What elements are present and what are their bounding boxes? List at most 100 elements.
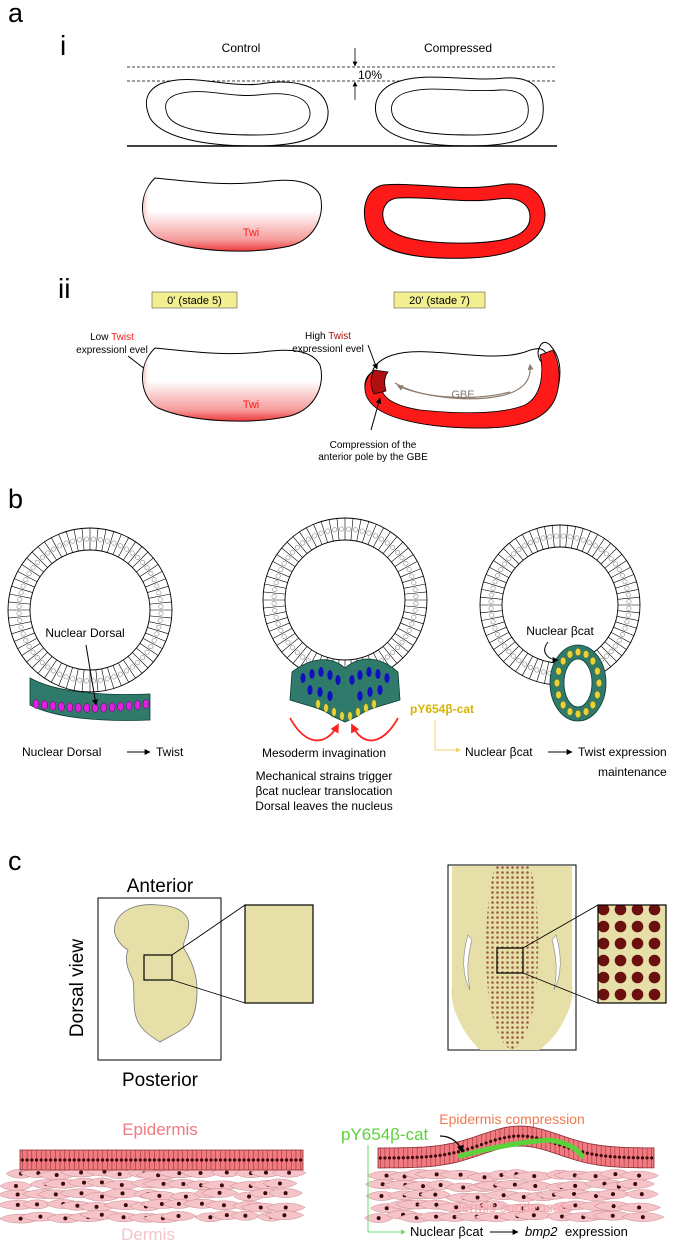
dermis-nucleus xyxy=(501,1193,506,1198)
epidermis-nucleus xyxy=(650,1156,654,1160)
dermis-nucleus xyxy=(433,1192,438,1197)
cell-boundary xyxy=(147,585,169,593)
epidermis-nucleus xyxy=(218,1158,223,1162)
zoom-line-right-top xyxy=(522,904,599,949)
cell-nucleus-outline xyxy=(413,594,419,599)
cell-boundary xyxy=(95,528,99,551)
epidermis-nucleus xyxy=(424,1155,428,1159)
dermis-nucleus xyxy=(15,1192,20,1197)
cell-boundary xyxy=(292,646,308,664)
cell-boundary xyxy=(73,529,79,552)
cell-boundary xyxy=(403,583,426,589)
dorsal-nucleus-blue xyxy=(327,670,333,680)
dermis-nucleus xyxy=(224,1213,229,1218)
cell-boundary xyxy=(81,669,85,692)
dermis-nucleus xyxy=(94,1204,99,1209)
cell-nucleus-outline xyxy=(488,605,494,611)
cell-boundary xyxy=(286,642,303,659)
cell-boundary xyxy=(604,641,623,656)
dermis-nucleus xyxy=(15,1202,20,1207)
epidermis-nucleus xyxy=(525,1134,530,1139)
cell-nucleus-outline xyxy=(16,611,22,616)
cell-nucleus-outline xyxy=(300,654,306,660)
cell-nucleus-outline xyxy=(306,536,311,542)
epidermis-nucleus xyxy=(507,1135,511,1139)
cell-nucleus-outline xyxy=(366,530,372,536)
dermis-nucleus xyxy=(282,1213,287,1218)
bcat-nucleus xyxy=(371,699,377,709)
cell-nucleus-outline xyxy=(598,547,604,552)
cell-boundary xyxy=(266,575,288,583)
cell-boundary xyxy=(101,529,107,552)
cell-boundary xyxy=(320,521,328,543)
cell-nucleus-outline xyxy=(495,573,501,578)
epidermis-nucleus xyxy=(429,1154,433,1159)
cell-nucleus-outline xyxy=(406,567,412,573)
dermis-nucleus xyxy=(102,1169,107,1174)
cell-boundary xyxy=(272,628,293,639)
cell-nucleus-outline xyxy=(372,533,378,539)
cell-nucleus-outline xyxy=(278,627,284,633)
cell-nucleus-outline xyxy=(154,583,160,589)
cell-boundary xyxy=(615,581,637,589)
epidermis-nucleus xyxy=(119,1158,124,1162)
epidermis-nucleus xyxy=(406,1156,410,1160)
dermis-nucleus xyxy=(263,1191,268,1196)
epidermis-nucleus xyxy=(228,1158,232,1162)
cell-boundary xyxy=(391,547,409,563)
compressed-label: Compressed xyxy=(424,41,492,55)
low-twist-label: Low Twist xyxy=(90,332,134,343)
epidermis-nucleus xyxy=(498,1137,502,1141)
cell-boundary xyxy=(139,643,159,656)
cell-boundary xyxy=(336,518,340,541)
bcat-nucleus xyxy=(566,707,573,716)
epidermis-nucleus xyxy=(86,1158,90,1162)
cell-boundary xyxy=(139,564,159,577)
epidermis-nucleus xyxy=(166,1158,171,1162)
epidermis-nucleus xyxy=(53,1158,57,1162)
epidermis-nucleus xyxy=(645,1156,649,1160)
cell-nucleus-outline xyxy=(98,677,103,683)
cell-nucleus-outline xyxy=(625,592,631,598)
epidermis-nucleus xyxy=(280,1158,284,1162)
cell-nucleus-outline xyxy=(272,608,278,613)
cell-nucleus-outline xyxy=(608,648,614,654)
dorsal-nucleus-blue xyxy=(327,691,333,701)
cell-nucleus-outline xyxy=(587,540,592,546)
epidermis-left xyxy=(19,1149,304,1171)
cell-boundary xyxy=(397,561,418,572)
epidermis-nucleus xyxy=(410,1155,415,1160)
cell-nucleus-outline xyxy=(281,561,287,566)
cell-boundary xyxy=(608,560,627,574)
dorsal-nucleus xyxy=(108,702,116,713)
dorsal-view-label: Dorsal view xyxy=(67,939,88,1037)
bcat-nucleus xyxy=(560,657,567,666)
bcat-nucleus xyxy=(575,710,582,719)
time-right: 20' (stade 7) xyxy=(409,295,470,307)
epidermis-nucleus xyxy=(204,1158,208,1162)
epidermis-nucleus xyxy=(171,1158,175,1162)
cell-nucleus-outline xyxy=(406,627,412,633)
cell-nucleus-outline xyxy=(325,528,331,534)
cell-nucleus-outline xyxy=(91,536,96,542)
cell-boundary xyxy=(112,534,122,555)
cell-nucleus-outline xyxy=(57,543,63,549)
cell-boundary xyxy=(551,525,555,548)
bcat-nucleus xyxy=(315,699,321,709)
cell-nucleus-outline xyxy=(339,526,344,532)
cell-nucleus-outline xyxy=(489,592,495,598)
cell-nucleus-outline xyxy=(98,537,103,543)
dermis-nucleus xyxy=(415,1202,420,1207)
cell-nucleus-outline xyxy=(111,674,117,680)
dermis-nucleus xyxy=(454,1205,459,1210)
stage5-twi-label: Twi xyxy=(243,399,260,411)
cell-nucleus-outline xyxy=(616,567,622,572)
mid-caption-line2: βcat nuclear translocation xyxy=(256,784,393,798)
epidermis-nucleus xyxy=(96,1158,100,1162)
epidermis-nucleus xyxy=(190,1158,194,1162)
zoom-box-right xyxy=(496,947,524,974)
cell-boundary xyxy=(31,551,48,568)
stage5-embryo-edge xyxy=(143,348,170,410)
epidermis-nucleus xyxy=(256,1158,260,1162)
cell-boundary xyxy=(362,521,370,543)
